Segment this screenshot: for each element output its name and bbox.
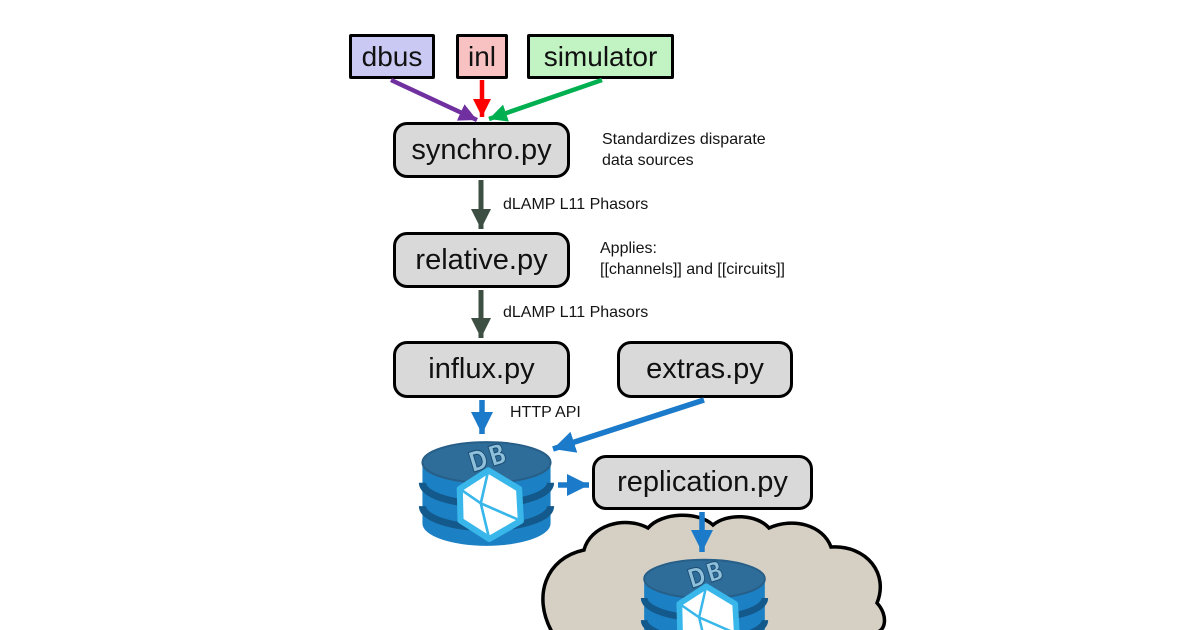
relative-note: Applies: [[channels]] and [[circuits]]	[600, 238, 785, 280]
node-synchro-py-label: synchro.py	[411, 133, 552, 166]
node-influx-py-label: influx.py	[428, 353, 535, 385]
node-synchro-py: synchro.py	[393, 122, 570, 178]
cloud-replica-database-icon	[644, 554, 765, 630]
cloud-shape	[541, 513, 887, 630]
synchro-note-line1: Standardizes disparate	[602, 131, 766, 148]
node-extras-py-label: extras.py	[646, 353, 764, 385]
relative-note-line2: [[channels]] and [[circuits]]	[600, 261, 785, 278]
edge-dbus-to-synchro-arrow	[390, 77, 478, 123]
node-relative-py: relative.py	[393, 232, 570, 288]
node-influx-py: influx.py	[393, 341, 570, 398]
relative-note-line1: Applies:	[600, 240, 657, 257]
node-inl: inl	[456, 34, 508, 79]
edge-label-synchro-relative: dLAMP L11 Phasors	[503, 196, 649, 213]
synchro-note-line2: data sources	[602, 152, 694, 169]
influxdb-database-icon	[422, 436, 550, 546]
edge-label-http-api: HTTP API	[510, 404, 581, 421]
node-simulator-label: simulator	[543, 40, 658, 72]
node-inl-label: inl	[467, 40, 496, 72]
node-extras-py: extras.py	[617, 341, 793, 398]
node-replication-py: replication.py	[592, 455, 813, 510]
edge-label-relative-influx: dLAMP L11 Phasors	[503, 304, 649, 321]
node-dbus-label: dbus	[361, 40, 423, 72]
edge-simulator-to-synchro-arrow	[488, 77, 603, 122]
node-simulator: simulator	[527, 34, 674, 79]
node-dbus: dbus	[349, 34, 435, 79]
synchro-note: Standardizes disparate data sources	[602, 129, 766, 171]
node-relative-py-label: relative.py	[415, 243, 548, 276]
node-replication-py-label: replication.py	[617, 466, 788, 498]
